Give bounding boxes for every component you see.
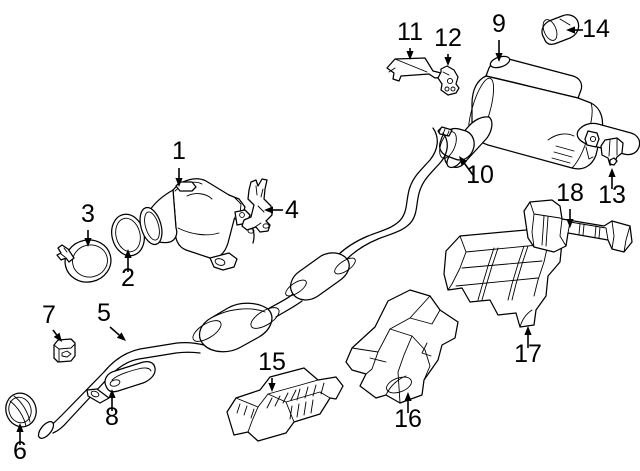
part-insulator-block: [53, 338, 76, 363]
callout-number-3: 3: [81, 200, 95, 228]
callout-number-7: 7: [42, 301, 56, 329]
callout-number-5: 5: [97, 299, 111, 327]
callout-number-4: 4: [285, 196, 299, 224]
callout-arrowhead-10: [459, 156, 468, 166]
callout-number-17: 17: [514, 340, 542, 368]
callout-arrowhead-6: [16, 423, 24, 432]
callout-number-13: 13: [598, 181, 626, 209]
callout-number-12: 12: [434, 24, 462, 52]
callout-arrowhead-2: [124, 249, 132, 258]
part-hanger-strap: [104, 361, 156, 393]
callout-arrowhead-15: [268, 383, 276, 392]
callout-number-15: 15: [258, 348, 286, 376]
callout-10: 10: [459, 156, 494, 189]
callout-16: 16: [394, 392, 422, 433]
callout-5: 5: [97, 299, 126, 341]
callout-number-14: 14: [582, 15, 610, 43]
callout-arrowhead-5: [116, 332, 126, 341]
callout-number-11: 11: [397, 18, 423, 46]
callout-arrowhead-3: [84, 238, 92, 247]
callout-13: 13: [598, 168, 626, 209]
callout-arrowhead-16: [404, 392, 412, 401]
callout-6: 6: [13, 423, 27, 465]
callout-number-10: 10: [466, 161, 494, 189]
callout-number-9: 9: [492, 10, 506, 38]
callout-number-1: 1: [172, 137, 186, 165]
part-muffler-heat-baffle: [386, 57, 444, 82]
callout-7: 7: [42, 301, 62, 342]
callout-14: 14: [566, 15, 610, 43]
callout-arrowhead-8: [108, 389, 116, 398]
callout-15: 15: [258, 348, 286, 392]
callout-arrowhead-11: [406, 51, 414, 60]
part-exhaust-clamp: [56, 239, 112, 283]
callout-arrowhead-9: [495, 53, 503, 62]
callout-4: 4: [264, 196, 299, 224]
callout-9: 9: [492, 10, 506, 62]
callout-17: 17: [514, 326, 542, 368]
part-front-exhaust-pipe: [37, 341, 205, 439]
callout-3: 3: [81, 200, 95, 247]
callout-8: 8: [105, 389, 119, 431]
callout-number-2: 2: [121, 264, 135, 292]
callout-leader-5: [109, 326, 120, 336]
callout-arrowhead-1: [175, 178, 183, 187]
part-seal-ring: [5, 392, 37, 428]
callout-12: 12: [434, 24, 462, 66]
part-catalytic-converter: [139, 178, 255, 271]
part-connector-sleeve: [437, 126, 475, 161]
callout-number-16: 16: [394, 405, 422, 433]
callout-leader-7: [52, 329, 58, 336]
callout-arrowhead-12: [444, 57, 452, 66]
callout-leader-10: [463, 162, 474, 176]
callout-number-18: 18: [556, 179, 584, 207]
callout-arrowhead-17: [524, 326, 532, 335]
part-tunnel-heat-shield: [345, 289, 459, 404]
part-support-bracket: [241, 178, 273, 234]
callout-number-8: 8: [105, 403, 119, 431]
part-tailpipe-tip: [541, 14, 580, 45]
callout-11: 11: [397, 18, 423, 60]
callout-number-6: 6: [13, 437, 27, 465]
callout-1: 1: [172, 137, 186, 187]
part-center-exhaust-pipe: [192, 127, 448, 353]
callout-arrowhead-4: [264, 206, 273, 214]
callout-arrowhead-13: [608, 168, 616, 177]
callout-2: 2: [121, 249, 135, 292]
callout-arrowhead-18: [566, 219, 574, 228]
callout-arrowhead-14: [566, 26, 575, 34]
callout-arrowhead-7: [53, 332, 62, 342]
part-muffler-mount-bracket: [437, 65, 460, 96]
part-front-floor-heat-shield: [226, 367, 344, 442]
callout-18: 18: [556, 179, 584, 228]
part-hanger-insulator: [600, 137, 624, 166]
part-rear-heat-shield-panel: [523, 199, 633, 253]
